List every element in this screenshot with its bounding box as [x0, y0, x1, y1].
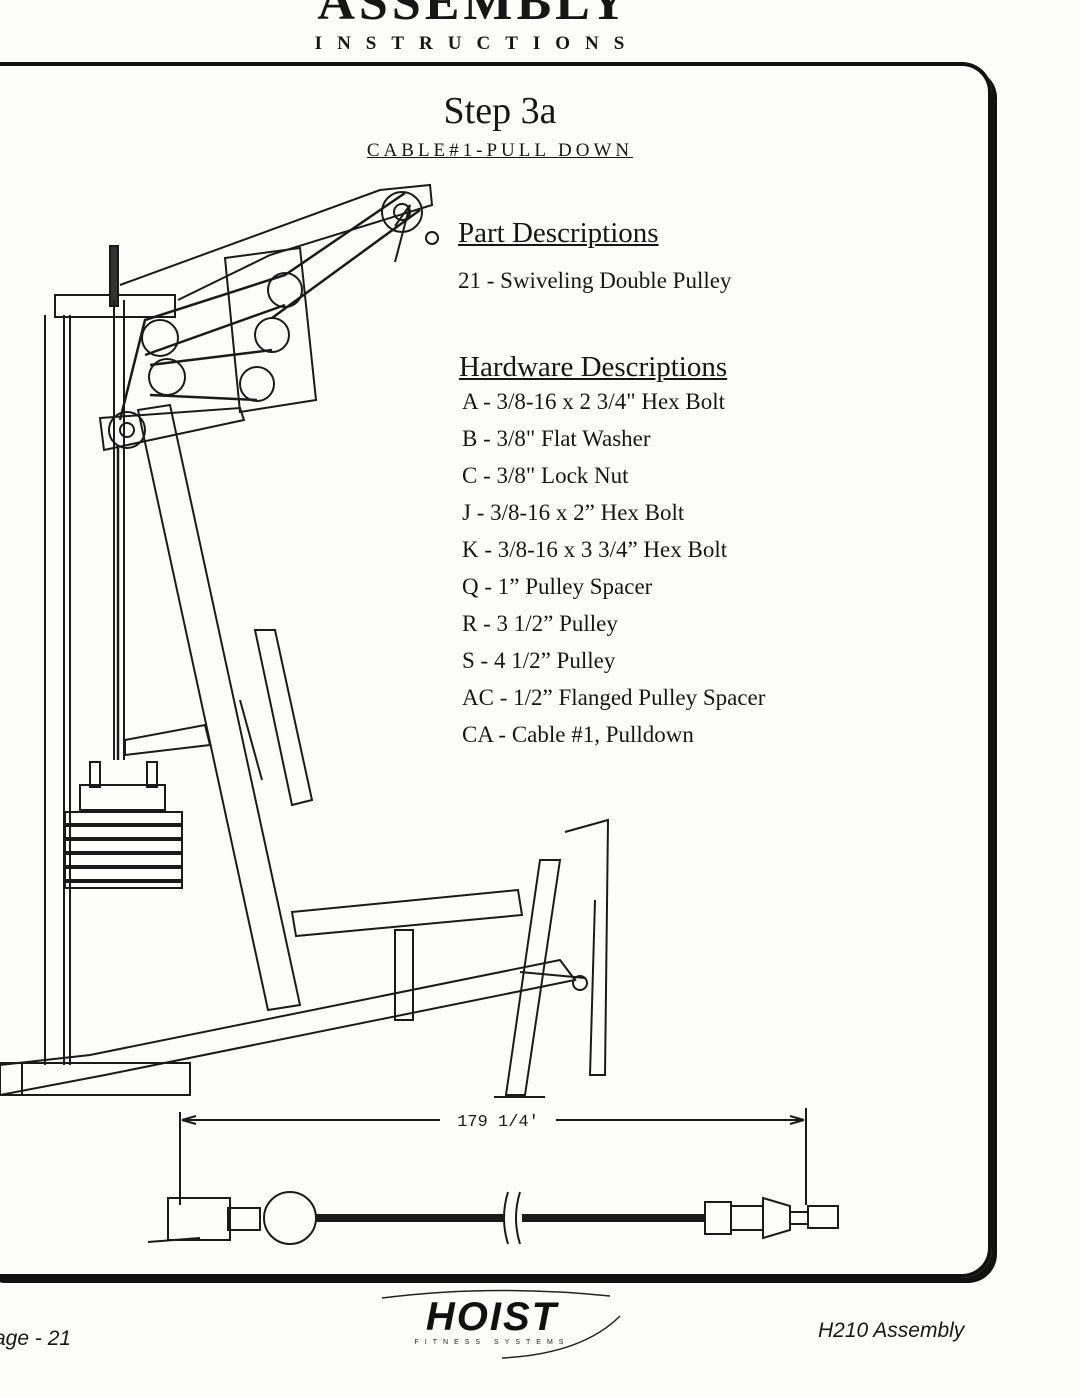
pulley-plate: [223, 246, 318, 414]
hardware-item: R - 3 1/2” Pulley: [462, 611, 618, 636]
step-title: Step 3a: [443, 90, 557, 132]
header-subtitle: INSTRUCTIONS: [314, 33, 640, 54]
hardware-item: A - 3/8-16 x 2 3/4" Hex Bolt: [462, 389, 726, 414]
hardware-item: S - 4 1/2” Pulley: [462, 648, 616, 673]
logo-wordmark: HOIST: [426, 1295, 560, 1339]
cable-route: [116, 191, 421, 760]
hoist-logo: HOIST FITNESS SYSTEMS: [381, 1289, 621, 1359]
hardware-item: K - 3/8-16 x 3 3/4” Hex Bolt: [462, 537, 728, 562]
part-descriptions-heading: Part Descriptions: [458, 217, 659, 249]
part-item: 21 - Swiveling Double Pulley: [458, 268, 732, 293]
hardware-descriptions-heading: Hardware Descriptions: [459, 351, 728, 383]
pulley-group: [108, 191, 423, 449]
hardware-item: J - 3/8-16 x 2” Hex Bolt: [462, 500, 685, 525]
document-name: H210 Assembly: [818, 1319, 965, 1342]
guide-rod-top: [109, 245, 119, 307]
hardware-list: A - 3/8-16 x 2 3/4" Hex Bolt B - 3/8" Fl…: [462, 383, 765, 753]
weight-stack: [64, 761, 183, 889]
base-rail: [0, 958, 577, 1097]
upper-arm: [119, 183, 434, 301]
cable-drawing: [147, 1191, 839, 1245]
leg-developer: [494, 818, 610, 1098]
content-frame: [0, 62, 992, 1278]
dimension-line: [179, 1108, 807, 1205]
hardware-item: AC - 1/2” Flanged Pulley Spacer: [462, 685, 766, 710]
hardware-item: B - 3/8" Flat Washer: [462, 426, 651, 451]
back-pad: [253, 629, 314, 807]
logo-tagline: FITNESS SYSTEMS: [415, 1339, 570, 1346]
hardware-item: C - 3/8" Lock Nut: [462, 463, 629, 488]
header-title: ASSEMBLY: [284, 0, 664, 28]
seat: [290, 888, 524, 938]
front-leg: [136, 403, 302, 1012]
page-number: age - 21: [0, 1327, 72, 1350]
hardware-item: Q - 1” Pulley Spacer: [462, 574, 653, 599]
step-subtitle: CABLE#1-PULL DOWN: [366, 140, 634, 161]
upright-post: [44, 315, 71, 1065]
cable-length-label: 179 1/4′: [457, 1113, 539, 1132]
hardware-item: CA - Cable #1, Pulldown: [462, 722, 694, 747]
